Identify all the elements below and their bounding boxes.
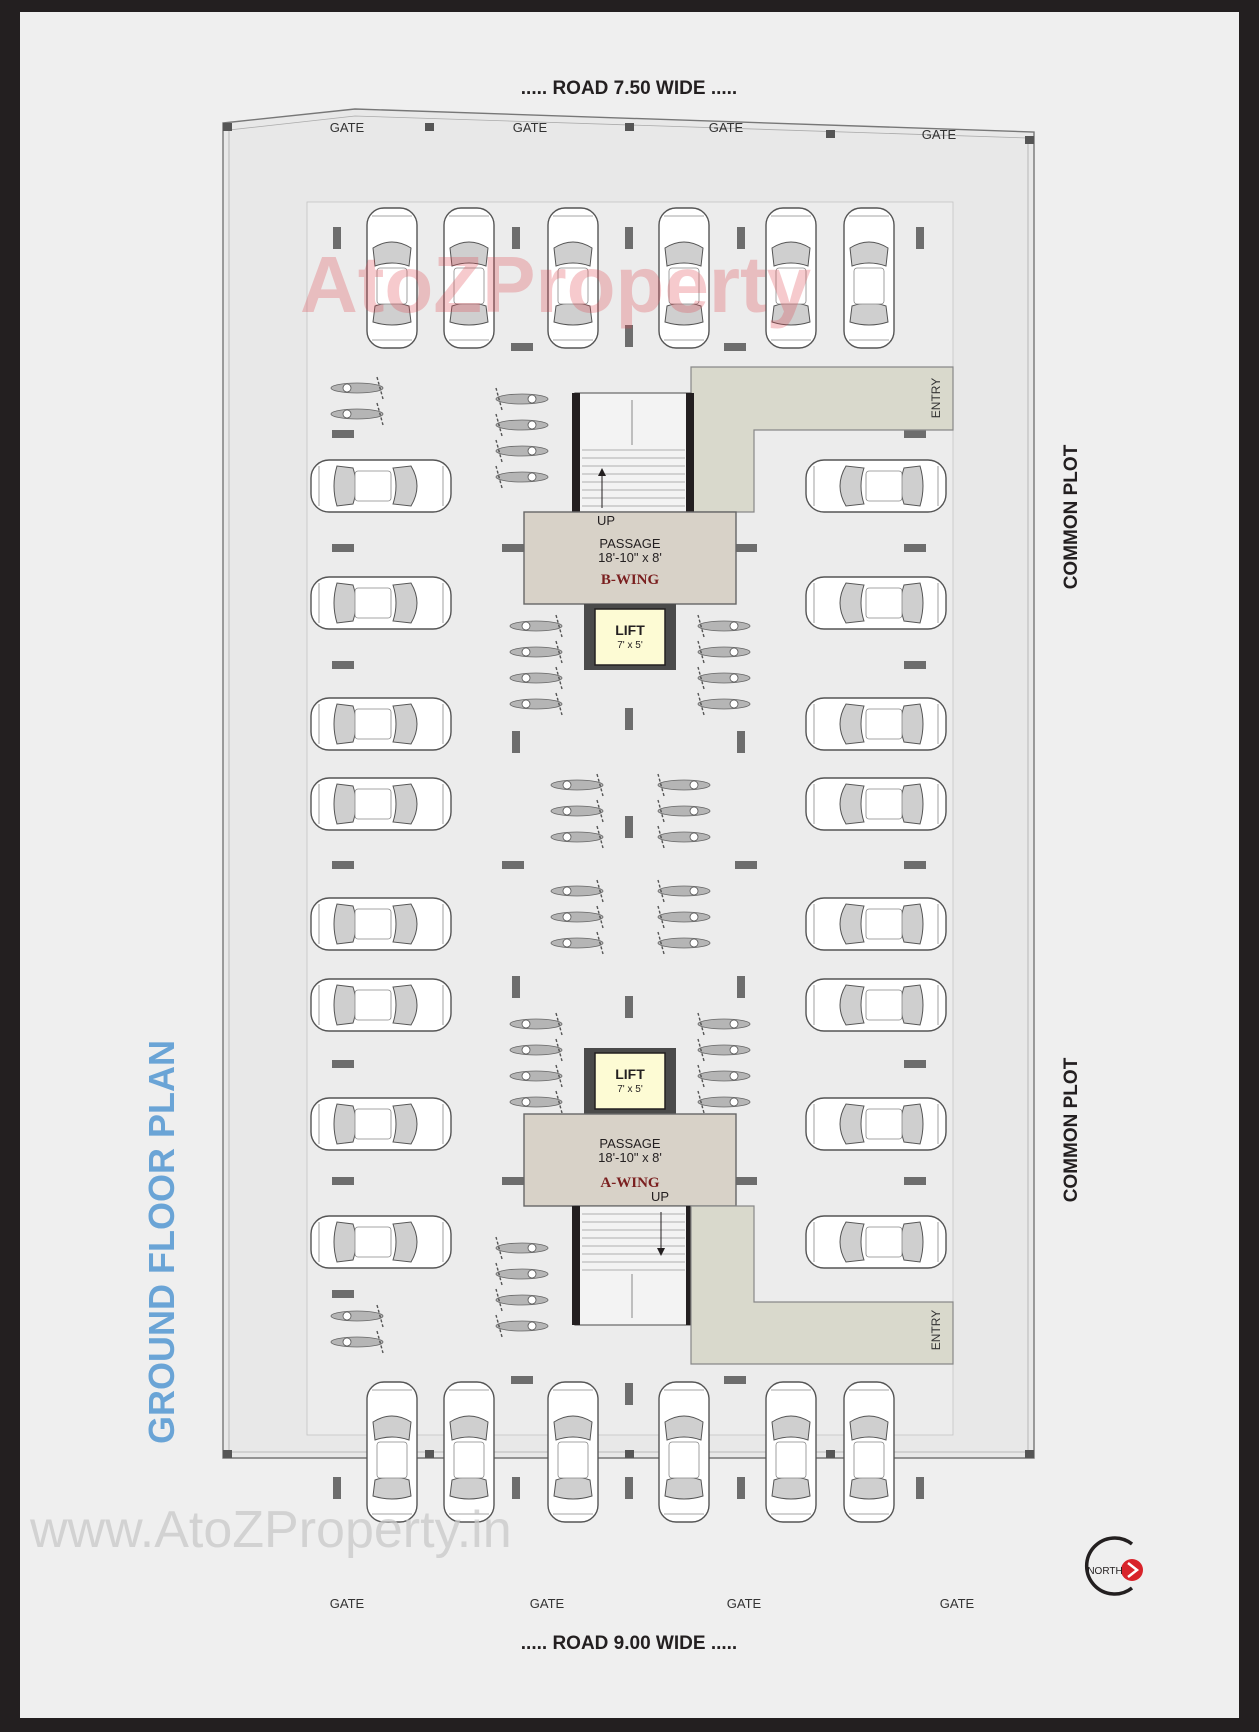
gate-label: GATE <box>709 120 744 135</box>
watermark-url: www.AtoZProperty.in <box>29 1501 512 1559</box>
a-wing-passage-size: 18'-10" x 8' <box>598 1150 662 1165</box>
b-wing-core <box>523 366 954 670</box>
gate-label: GATE <box>513 120 548 135</box>
gate-label: GATE <box>530 1596 565 1611</box>
common-plot-label-upper: COMMON PLOT <box>1061 444 1082 589</box>
b-wing-passage-label: PASSAGE <box>599 536 661 551</box>
road-bottom-label: ..... ROAD 9.00 WIDE ..... <box>521 1633 737 1654</box>
b-wing-lift-size: 7' x 5' <box>617 640 643 651</box>
a-wing-lift-size: 7' x 5' <box>617 1084 643 1095</box>
common-plot-label-lower: COMMON PLOT <box>1061 1057 1082 1202</box>
floor-plan-drawing: ..... ROAD 7.50 WIDE ..... ..... ROAD 9.… <box>29 78 1143 1654</box>
b-wing-entry-label: ENTRY <box>929 378 943 418</box>
b-wing-name: B-WING <box>601 572 660 588</box>
gate-label: GATE <box>940 1596 975 1611</box>
gate-label: GATE <box>727 1596 762 1611</box>
gate-label: GATE <box>330 1596 365 1611</box>
plan-title: GROUND FLOOR PLAN <box>141 1040 182 1444</box>
a-wing-core <box>523 1048 954 1365</box>
road-top-label: ..... ROAD 7.50 WIDE ..... <box>521 78 737 99</box>
a-wing-entry-label: ENTRY <box>929 1310 943 1350</box>
a-wing-stair-up-label: UP <box>651 1189 669 1204</box>
north-compass-icon <box>1085 1536 1143 1596</box>
gate-label: GATE <box>922 127 957 142</box>
north-compass-label: NORTH <box>1087 1566 1122 1577</box>
a-wing-passage-label: PASSAGE <box>599 1136 661 1151</box>
gate-label: GATE <box>330 120 365 135</box>
watermark-logo: AtoZProperty <box>300 240 812 329</box>
a-wing-name: A-WING <box>600 1175 659 1191</box>
b-wing-passage-size: 18'-10" x 8' <box>598 550 662 565</box>
boundary-posts <box>223 123 1034 1458</box>
b-wing-lift-label: LIFT <box>615 622 645 638</box>
watermark-brand: AtoZProperty <box>300 240 812 329</box>
floor-plan-sheet: ..... ROAD 7.50 WIDE ..... ..... ROAD 9.… <box>20 12 1239 1718</box>
a-wing-lift-label: LIFT <box>615 1066 645 1082</box>
b-wing-stair-up-label: UP <box>597 513 615 528</box>
